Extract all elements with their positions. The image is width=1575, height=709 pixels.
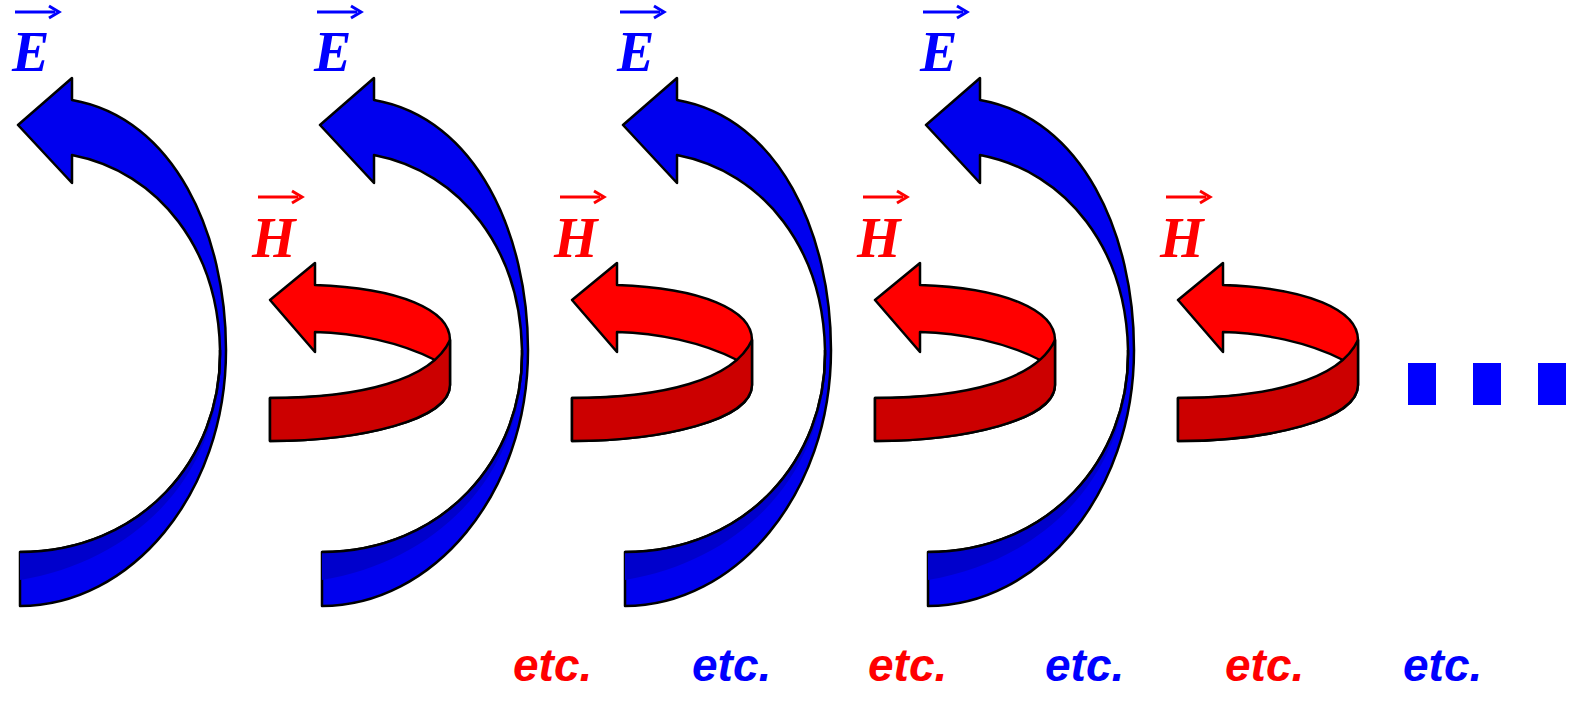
field-symbol: E xyxy=(617,24,654,80)
etc-note: etc. xyxy=(1225,642,1304,688)
e-field-arrow xyxy=(18,78,226,606)
field-symbol: H xyxy=(857,210,901,266)
field-symbol: E xyxy=(920,24,957,80)
field-symbol: E xyxy=(12,24,49,80)
h-field-arrow xyxy=(270,263,450,441)
vector-arrow xyxy=(560,191,604,203)
etc-note: etc. xyxy=(1045,642,1124,688)
field-symbol: H xyxy=(252,210,296,266)
etc-note: etc. xyxy=(868,642,947,688)
ellipsis-dot xyxy=(1473,363,1501,405)
h-field-arrow xyxy=(1178,263,1358,441)
ellipsis-dot xyxy=(1408,363,1436,405)
vector-arrow xyxy=(258,191,302,203)
ellipsis-dot xyxy=(1538,363,1566,405)
etc-note: etc. xyxy=(692,642,771,688)
vector-arrow xyxy=(923,6,967,18)
vector-arrow xyxy=(620,6,664,18)
vector-arrow xyxy=(317,6,361,18)
field-symbol: H xyxy=(1160,210,1204,266)
h-field-arrow xyxy=(572,263,752,441)
vector-arrow xyxy=(1166,191,1210,203)
etc-note: etc. xyxy=(1403,642,1482,688)
h-field-arrow xyxy=(875,263,1055,441)
etc-note: etc. xyxy=(513,642,592,688)
field-symbol: H xyxy=(554,210,598,266)
vector-arrow xyxy=(863,191,907,203)
field-symbol: E xyxy=(314,24,351,80)
vector-arrow xyxy=(15,6,59,18)
